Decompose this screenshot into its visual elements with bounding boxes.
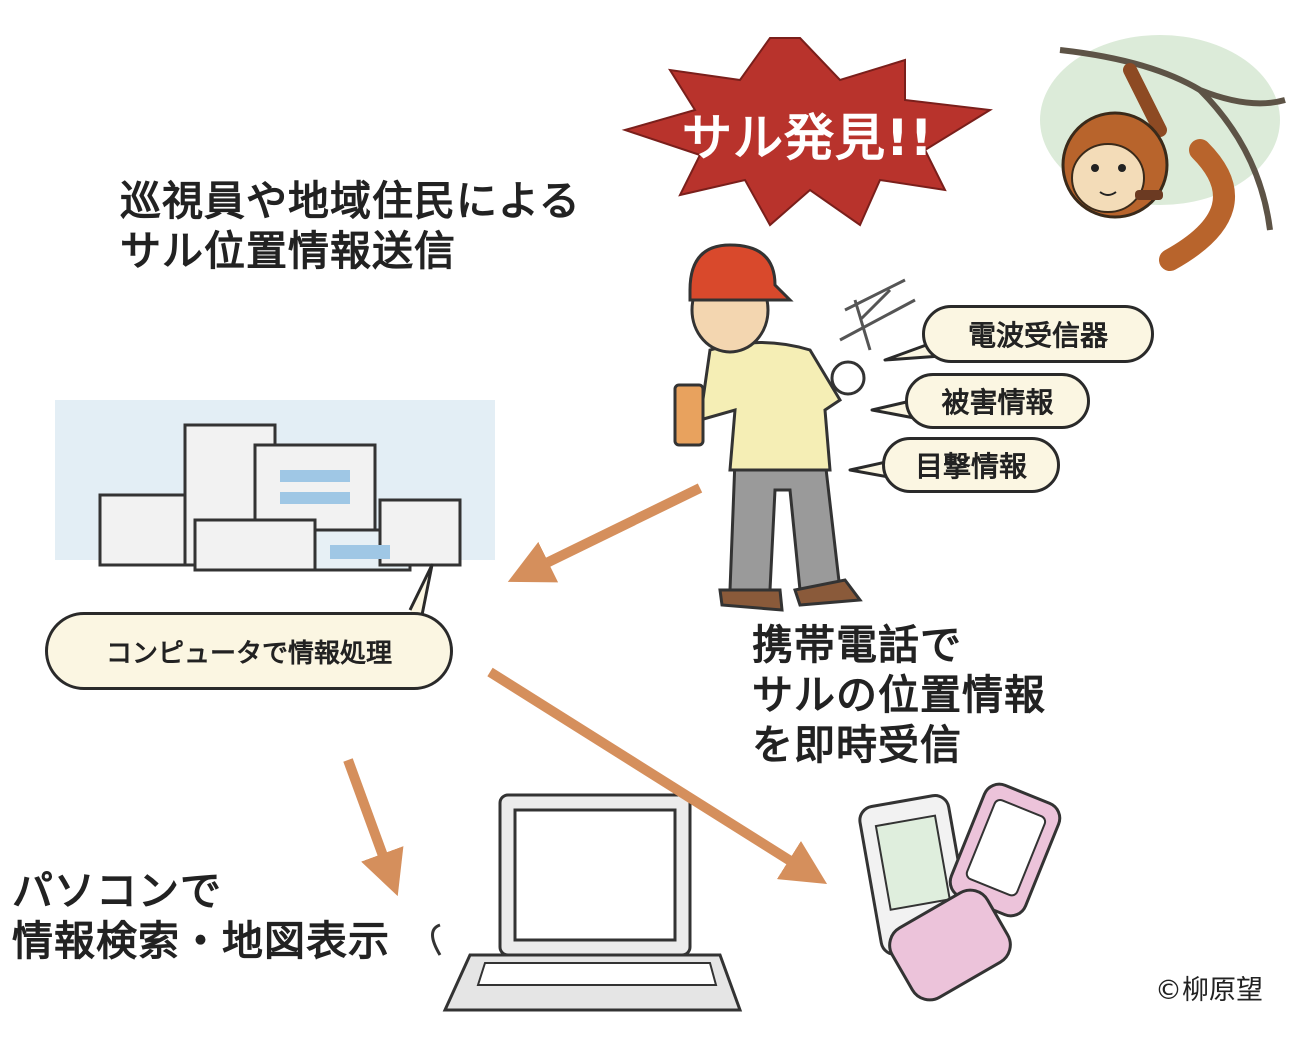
phone-caption-line-2: サルの位置情報 [752,671,1046,720]
laptop-illustration [431,793,743,1012]
mobile-phones-illustration [858,782,1062,1002]
pc-caption: パソコンで 情報検索・地図表示 [12,866,390,966]
patrol-person-illustration [673,243,916,612]
phone-caption-line-3: を即時受信 [752,721,962,770]
patrol-caption: 巡視員や地域住民による サル位置情報送信 [120,176,581,276]
pc-caption-line-1: パソコンで [12,867,222,915]
pc-caption-line-2: 情報検索・地図表示 [12,917,390,966]
phone-caption: 携帯電話で サルの位置情報 を即時受信 [752,620,1046,770]
bubble-damage-info: 被害情報 [905,373,1090,429]
burst-label: サル発見!! [682,109,934,167]
monkey-illustration [1040,35,1286,271]
patrol-caption-line-1: 巡視員や地域住民による [120,177,581,225]
flow-arrows [343,483,828,897]
discovery-burst [621,37,993,227]
patrol-caption-line-2: サル位置情報送信 [120,227,456,276]
bubble-radio-receiver: 電波受信器 [922,305,1154,363]
copyright-credit: ©柳原望 [1155,975,1263,1006]
phone-caption-line-1: 携帯電話で [752,621,962,669]
city-buildings-illustration [55,400,495,572]
bubble-computer-processing: コンピュータで情報処理 [45,612,453,690]
bubble-sighting-info: 目撃情報 [882,437,1060,493]
